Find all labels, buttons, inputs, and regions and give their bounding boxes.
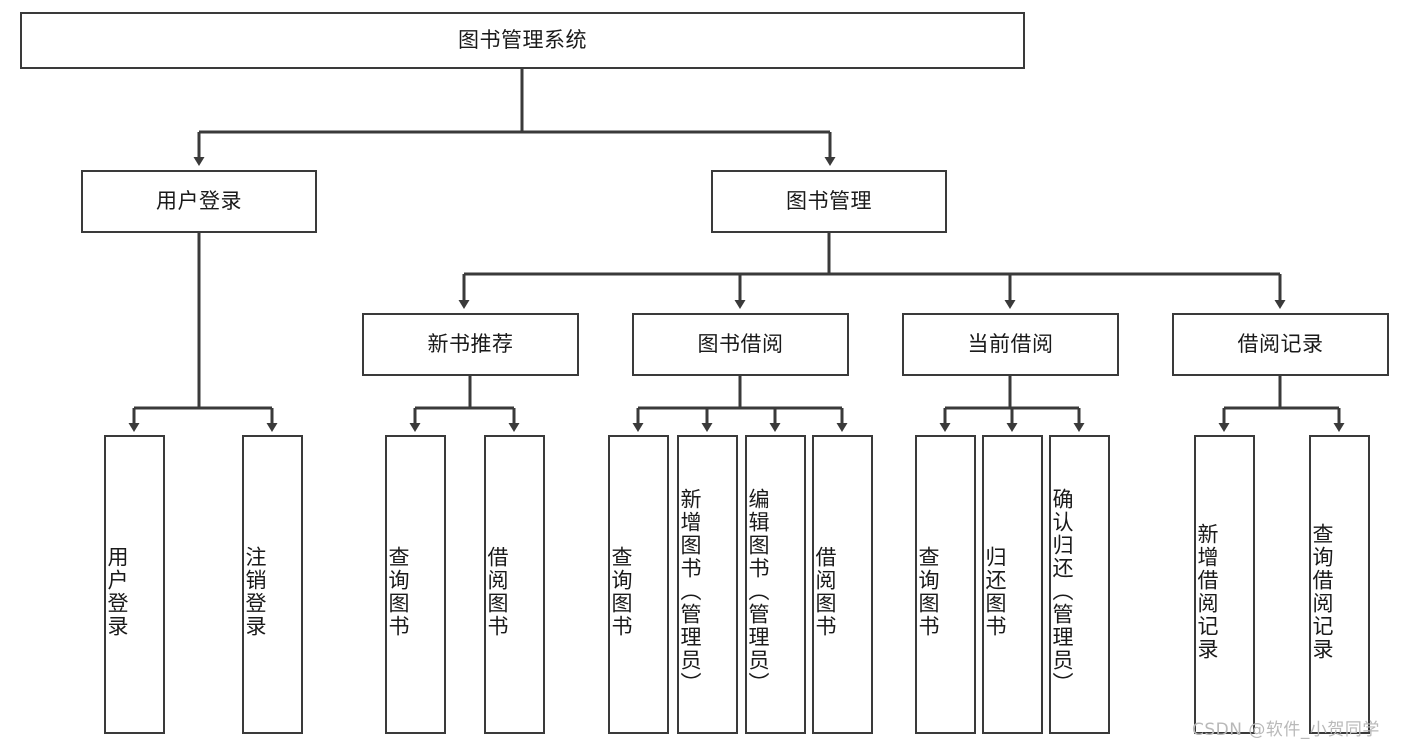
leaf-borrow-book[interactable]: 借阅图书	[812, 435, 873, 734]
node-new-book-recommend-label: 新书推荐	[427, 332, 514, 357]
node-borrow-record[interactable]: 借阅记录	[1172, 313, 1389, 376]
leaf-confirm-return-admin[interactable]: 确认归还（管理员）	[1049, 435, 1110, 734]
leaf-return-book[interactable]: 归还图书	[982, 435, 1043, 734]
leaf-return-book-label: 归还图书	[983, 545, 1008, 638]
node-current-borrow-label: 当前借阅	[967, 332, 1054, 357]
leaf-query-book-current-label: 查询图书	[916, 545, 941, 638]
leaf-logout[interactable]: 注销登录	[242, 435, 303, 734]
leaf-edit-book-admin[interactable]: 编辑图书（管理员）	[745, 435, 806, 734]
leaf-query-borrow-record-label: 查询借阅记录	[1310, 522, 1335, 661]
node-root[interactable]: 图书管理系统	[20, 12, 1025, 69]
node-current-borrow[interactable]: 当前借阅	[902, 313, 1119, 376]
node-new-book-recommend[interactable]: 新书推荐	[362, 313, 579, 376]
leaf-query-borrow-record[interactable]: 查询借阅记录	[1309, 435, 1370, 734]
leaf-confirm-return-admin-label: 确认归还（管理员）	[1050, 488, 1075, 695]
leaf-query-book-rec[interactable]: 查询图书	[385, 435, 446, 734]
node-borrow-record-label: 借阅记录	[1237, 332, 1324, 357]
leaf-add-book-admin[interactable]: 新增图书（管理员）	[677, 435, 738, 734]
leaf-query-book-borrow-label: 查询图书	[609, 545, 634, 638]
leaf-add-borrow-record-label: 新增借阅记录	[1195, 522, 1220, 661]
leaf-borrow-book-label: 借阅图书	[813, 545, 838, 638]
leaf-query-book-rec-label: 查询图书	[386, 545, 411, 638]
leaf-query-book-borrow[interactable]: 查询图书	[608, 435, 669, 734]
leaf-add-book-admin-label: 新增图书（管理员）	[678, 488, 703, 695]
leaf-query-book-current[interactable]: 查询图书	[915, 435, 976, 734]
leaf-borrow-book-rec[interactable]: 借阅图书	[484, 435, 545, 734]
node-book-borrow[interactable]: 图书借阅	[632, 313, 849, 376]
leaf-user-login[interactable]: 用户登录	[104, 435, 165, 734]
node-root-label: 图书管理系统	[458, 28, 587, 53]
node-user-login-label: 用户登录	[156, 189, 242, 214]
node-book-management-label: 图书管理	[786, 189, 872, 214]
leaf-user-login-label: 用户登录	[105, 545, 130, 638]
node-book-borrow-label: 图书借阅	[697, 332, 784, 357]
node-book-management[interactable]: 图书管理	[711, 170, 947, 233]
leaf-borrow-book-rec-label: 借阅图书	[485, 545, 510, 638]
node-user-login[interactable]: 用户登录	[81, 170, 317, 233]
leaf-edit-book-admin-label: 编辑图书（管理员）	[746, 488, 771, 695]
csdn-watermark: CSDN @软件_小贺同学	[1192, 720, 1380, 740]
leaf-add-borrow-record[interactable]: 新增借阅记录	[1194, 435, 1255, 734]
leaf-logout-label: 注销登录	[243, 545, 268, 638]
